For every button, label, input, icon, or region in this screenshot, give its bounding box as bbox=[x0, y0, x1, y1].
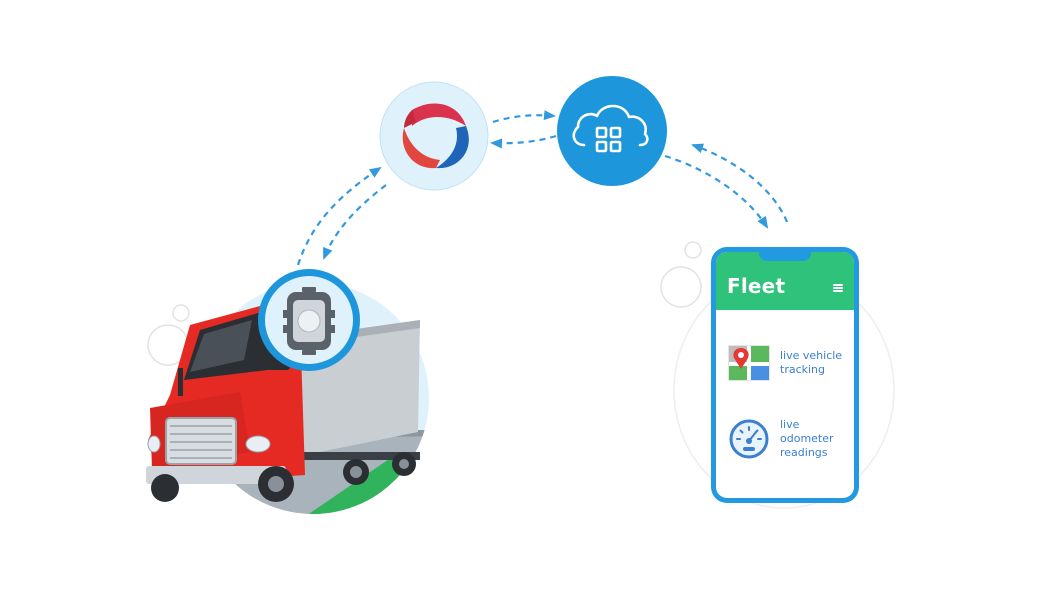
arrow-phone-to-cloud bbox=[691, 143, 789, 223]
platform-logo-node bbox=[379, 81, 489, 191]
cloud-node bbox=[557, 76, 667, 186]
arrow-platform-to-cloud bbox=[492, 110, 556, 124]
bubble bbox=[172, 304, 190, 322]
app-header: Fleet bbox=[716, 252, 854, 310]
map-pin-icon bbox=[728, 345, 770, 381]
hamburger-menu-icon[interactable] bbox=[833, 284, 843, 292]
arrow-platform-to-tracker bbox=[322, 184, 387, 260]
feature-label: live vehicle tracking bbox=[780, 349, 843, 376]
triangle-swirl-logo-icon bbox=[402, 103, 469, 169]
feature-live-odometer-readings[interactable]: live odometer readings bbox=[728, 418, 854, 460]
app-title: Fleet bbox=[727, 274, 786, 298]
bubble bbox=[660, 266, 702, 308]
speedometer-icon bbox=[729, 419, 769, 459]
phone-notch bbox=[759, 252, 811, 261]
cloud-grid-icon bbox=[572, 104, 649, 153]
phone-mockup: Fleet live vehicle tracking bbox=[711, 247, 859, 503]
bubble bbox=[684, 241, 702, 259]
phone-screen: Fleet live vehicle tracking bbox=[716, 252, 854, 498]
gps-tracker-device-icon bbox=[283, 287, 335, 355]
feature-label: live odometer readings bbox=[780, 418, 834, 459]
connection-arrows bbox=[296, 110, 789, 266]
tracker-node bbox=[258, 269, 360, 371]
feature-live-vehicle-tracking[interactable]: live vehicle tracking bbox=[728, 342, 854, 384]
arrow-cloud-to-phone bbox=[664, 154, 769, 229]
arrow-tracker-to-platform bbox=[296, 166, 382, 266]
arrow-cloud-to-platform bbox=[490, 134, 557, 149]
